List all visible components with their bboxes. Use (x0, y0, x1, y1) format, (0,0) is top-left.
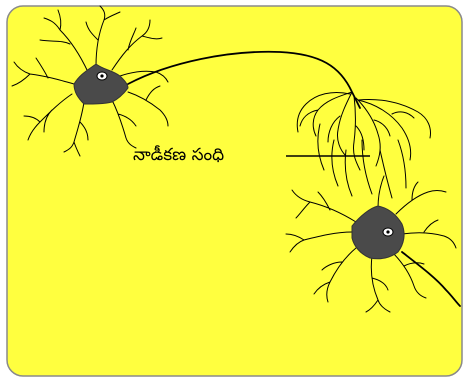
diagram-panel (7, 6, 462, 376)
synapse-label: నాడీకణ సంధి (133, 143, 224, 167)
